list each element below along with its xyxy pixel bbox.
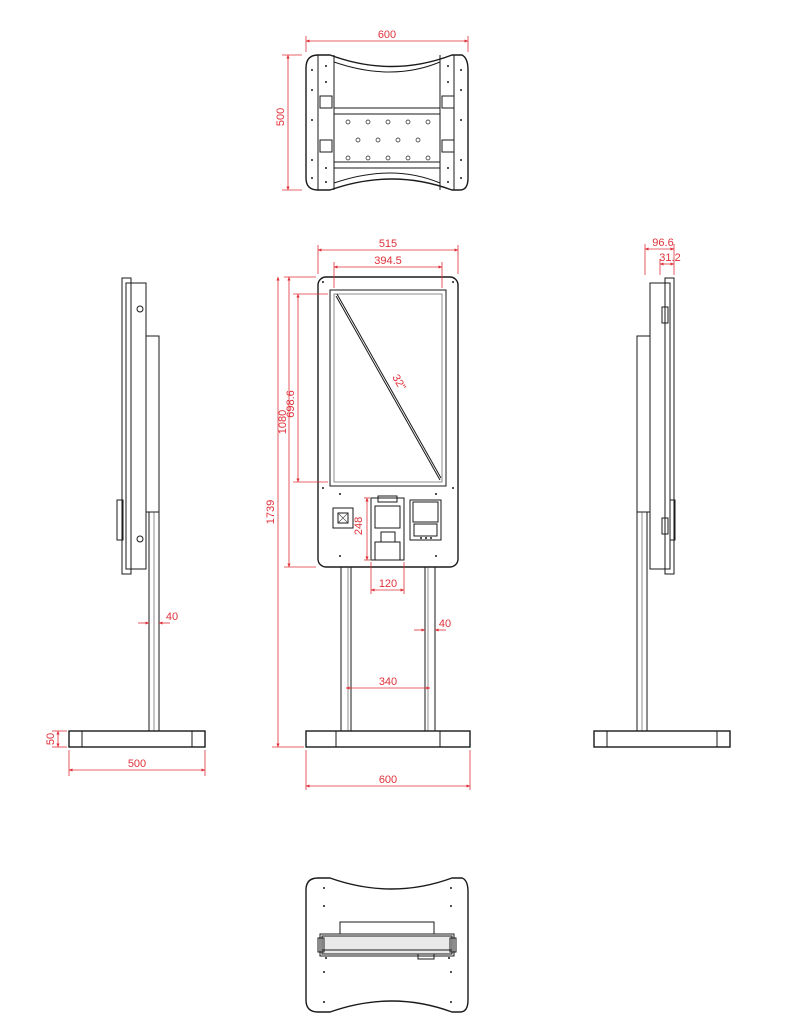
bottom-view	[305, 877, 469, 1013]
dim-base-width-front: 600	[379, 774, 397, 786]
front-view: 515 394.5 32" 698.6 1080 1739 248 120 40…	[265, 238, 471, 790]
dim-base-height: 50	[45, 733, 57, 745]
top-view: 600 500	[275, 29, 469, 191]
receipt-printer	[409, 499, 442, 541]
dim-head-height: 1080	[277, 410, 289, 434]
dim-total-height: 1739	[265, 500, 277, 524]
qr-scanner	[332, 507, 354, 529]
dim-side-offset: 31.2	[659, 252, 680, 264]
card-reader	[370, 495, 405, 561]
dim-side-depth: 96.6	[652, 237, 673, 249]
right-side-view: 96.6 31.2	[593, 237, 731, 748]
dim-lower-panel-height: 248	[353, 517, 365, 535]
dim-screen-width: 394.5	[374, 255, 402, 267]
dim-post-spacing: 340	[379, 676, 397, 688]
dim-top-width: 600	[378, 29, 396, 41]
dim-post-width-side: 40	[166, 611, 178, 623]
dim-head-width: 515	[379, 238, 397, 250]
dim-diagonal: 32"	[389, 373, 408, 393]
left-side-view: 40 50 500	[45, 277, 206, 776]
dim-top-depth: 500	[275, 108, 287, 126]
dim-base-depth: 500	[128, 758, 146, 770]
dim-reader-width: 120	[379, 578, 397, 590]
mounting-holes	[311, 65, 462, 183]
dim-post-width-front: 40	[439, 618, 451, 630]
